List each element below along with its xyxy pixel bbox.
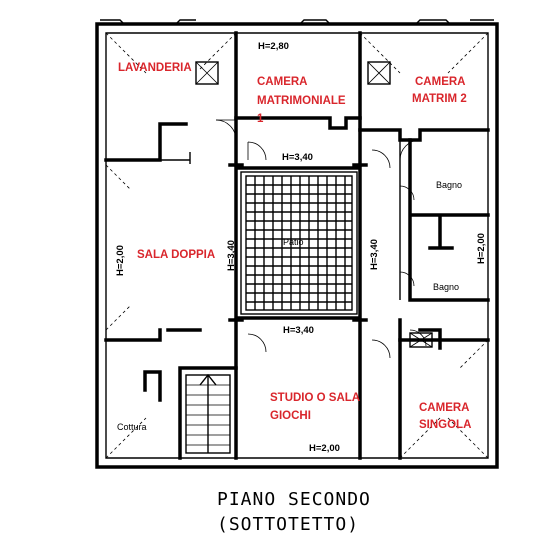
height-label-top: H=2,80 [258,41,289,52]
room-label-camera-matrimoniale-line2: MATRIMONIALE [257,95,346,107]
height-label-right: H=2,00 [476,233,487,264]
height-label-patio-top: H=3,40 [282,152,313,163]
patio-grid-lines [246,176,352,310]
plan-subtitle: (SOTTOTETTO) [217,514,359,535]
skylights [195,61,433,348]
room-label-bagno-2: Bagno [433,282,459,292]
room-label-camera-matrim-2-line2: MATRIM 2 [412,93,467,105]
interior-walls [104,31,490,460]
room-label-camera-singola-line1: CAMERA [419,402,469,414]
plan-title: PIANO SECONDO [217,489,371,510]
height-label-patio-right: H=3,40 [369,239,380,270]
patio-grid [240,171,358,315]
room-label-patio: Patio [283,237,304,247]
room-label-camera-matrim-2-line1: CAMERA [415,76,465,88]
room-label-bagno-1: Bagno [436,180,462,190]
room-label-cottura: Cottura [117,422,147,432]
room-label-camera-singola-line2: SINGOLA [419,419,471,431]
room-label-sala-doppia: SALA DOPPIA [137,249,215,261]
height-label-patio-bottom: H=3,40 [283,325,314,336]
room-label-studio-line1: STUDIO O SALA [270,392,360,404]
room-label-camera-matrimoniale-line1: CAMERA [257,76,307,88]
room-label-lavanderia: LAVANDERIA [118,62,192,74]
height-label-patio-left: H=3,40 [226,240,237,271]
roof-lines [105,32,489,459]
height-label-bottom: H=2,00 [309,443,340,454]
doors [215,119,427,359]
height-label-left: H=2,00 [115,245,126,276]
staircase [185,373,231,454]
room-label-studio-line2: GIOCHI [270,410,311,422]
room-label-camera-matrimoniale-line3: 1 [257,113,264,125]
